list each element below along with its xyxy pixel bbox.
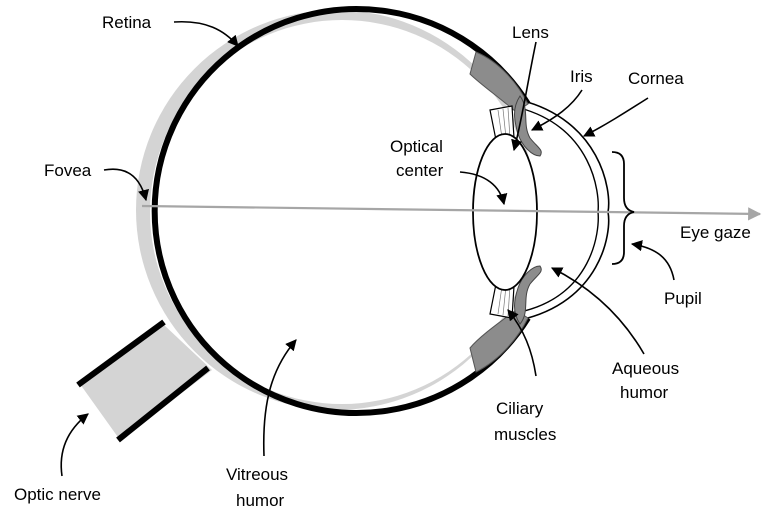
- lens-label: Lens: [512, 23, 549, 42]
- aqueous-humor-label-line1: Aqueous: [612, 359, 679, 378]
- cornea-label: Cornea: [628, 69, 684, 88]
- fovea-label: Fovea: [44, 161, 92, 180]
- eye-gaze-label: Eye gaze: [680, 223, 751, 242]
- ciliary-muscles-label-line1: Ciliary: [496, 399, 544, 418]
- retina-label: Retina: [102, 13, 152, 32]
- vitreous-humor-label-line2: humor: [236, 491, 285, 510]
- aqueous-humor-arrow: [552, 268, 644, 354]
- ciliary-muscles-label-line2: muscles: [494, 425, 556, 444]
- iris-label: Iris: [570, 67, 593, 86]
- optical-center-label-line2: center: [396, 161, 444, 180]
- cornea-arrow: [584, 98, 648, 136]
- optic-nerve-label: Optic nerve: [14, 485, 101, 504]
- pupil-brace: [612, 152, 634, 264]
- iris-arrow: [532, 90, 582, 130]
- vitreous-humor-label-line1: Vitreous: [226, 465, 288, 484]
- aqueous-humor-label-line2: humor: [620, 383, 669, 402]
- optic-nerve-arrow: [61, 414, 88, 476]
- pupil-label: Pupil: [664, 289, 702, 308]
- optical-center-label-line1: Optical: [390, 137, 443, 156]
- pupil-arrow: [632, 244, 674, 280]
